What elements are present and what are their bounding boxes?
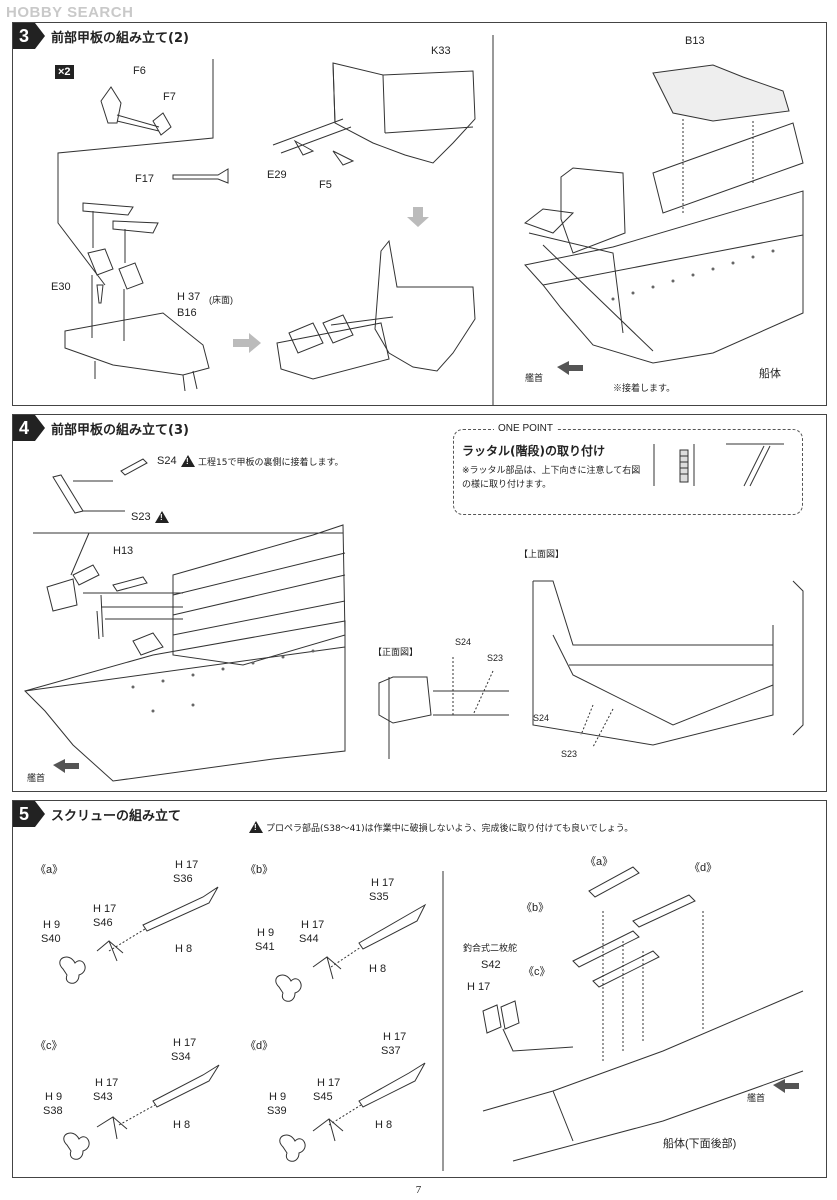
step-5-caution-text: プロペラ部品(S38～41)は作業中に破損しないよう、完成後に取り付けても良いで… [266, 824, 634, 834]
install-tag-d: 《d》 [689, 862, 718, 874]
warning-icon [181, 455, 195, 467]
rudder-label: 釣合式二枚舵 [463, 943, 518, 953]
label-h37-note: (床面) [209, 295, 233, 305]
top-view-s23: S23 [561, 749, 578, 759]
page-number: 7 [415, 1184, 422, 1196]
assembly-c-prop: S38 [43, 1105, 63, 1117]
label-e29: E29 [267, 169, 287, 181]
assembly-d-shaft: S37 [381, 1045, 401, 1057]
step-4-caution-text: 工程15で甲板の裏側に接着します。 [198, 458, 344, 468]
step-5-panel: 5 スクリューの組み立て プロペラ部品(S38～41)は作業中に破損しないよう、… [12, 800, 827, 1178]
warning-icon [249, 821, 263, 833]
step-4-caution: 工程15で甲板の裏側に接着します。 [181, 455, 344, 468]
step-4-drawing [24, 458, 804, 782]
assembly-a-tag: 《a》 [35, 864, 64, 876]
label-f5: F5 [319, 179, 332, 191]
assembly-a-bracket: S46 [93, 917, 113, 929]
assembly-a-prop: S40 [41, 933, 61, 945]
label-e30: E30 [51, 281, 71, 293]
assembly-c-shaft: S34 [171, 1051, 191, 1063]
assembly-d-h17: H 17 [383, 1031, 407, 1043]
front-view-label: 【正面図】 [373, 647, 419, 657]
assembly-c-bracket: S43 [93, 1091, 113, 1103]
assembly-c-h17: H 17 [173, 1037, 197, 1049]
label-s42: S42 [481, 959, 501, 971]
step-4-title: 前部甲板の組み立て(3) [51, 423, 189, 438]
label-f6: F6 [133, 65, 146, 77]
label-b13: B13 [685, 35, 705, 47]
assembly-c-h8: H 8 [173, 1119, 191, 1131]
assembly-b-prop: S41 [255, 941, 275, 953]
step-4-panel: 4 前部甲板の組み立て(3) S24 工程15で甲板の裏側に接着します。 S23… [12, 414, 827, 792]
one-point-note: ※ラッタル部品は、上下向きに注意して右図の様に取り付けます。 [462, 466, 641, 490]
assembly-b-bracket: S44 [299, 933, 319, 945]
assembly-c-bracket-h: H 17 [95, 1077, 119, 1089]
label-b16: B16 [177, 307, 197, 319]
install-tag-b: 《b》 [521, 902, 550, 914]
one-point-header: ONE POINT [494, 423, 558, 434]
step-5-number: 5 [13, 801, 45, 827]
label-k33: K33 [431, 45, 451, 57]
assembly-b-prop-h: H 9 [257, 927, 275, 939]
front-view-s23: S23 [487, 653, 504, 663]
multiplier-badge: ×2 [55, 65, 74, 79]
assembly-d-bracket-h: H 17 [317, 1077, 341, 1089]
label-hull-3: 船体 [759, 368, 781, 380]
ladder-diagram [653, 443, 784, 487]
label-s23: S23 [131, 511, 151, 523]
install-tag-c: 《c》 [523, 966, 551, 978]
assembly-a-bracket-h: H 17 [93, 903, 117, 915]
assembly-a-h17: H 17 [175, 859, 199, 871]
assembly-b-shaft: S35 [369, 891, 389, 903]
assembly-c-prop-h: H 9 [45, 1091, 63, 1103]
s23-warning [155, 511, 172, 524]
assembly-d-prop: S39 [267, 1105, 287, 1117]
assembly-a-shaft: S36 [173, 873, 193, 885]
assembly-a-h8: H 8 [175, 943, 193, 955]
assembly-b-h8: H 8 [369, 963, 387, 975]
assembly-d-bracket: S45 [313, 1091, 333, 1103]
install-tag-a: 《a》 [585, 856, 614, 868]
label-hull-5: 船体(下面後部) [663, 1138, 737, 1150]
label-bow-4: 艦首 [27, 773, 46, 783]
label-s24: S24 [157, 455, 177, 467]
assembly-d-h8: H 8 [375, 1119, 393, 1131]
assembly-d-prop-h: H 9 [269, 1091, 287, 1103]
label-h17-rudder: H 17 [467, 981, 491, 993]
step-5-title: スクリューの組み立て [51, 809, 182, 824]
label-bow-3: 艦首 [525, 373, 544, 383]
assembly-a-prop-h: H 9 [43, 919, 61, 931]
assembly-d-tag: 《d》 [245, 1040, 274, 1052]
step-3-drawing [57, 35, 804, 405]
label-h37: H 37 [177, 291, 201, 303]
watermark: HOBBY SEARCH [6, 4, 134, 21]
assembly-b-h17: H 17 [371, 877, 395, 889]
step-5-caution: プロペラ部品(S38～41)は作業中に破損しないよう、完成後に取り付けても良いで… [249, 821, 633, 834]
assembly-c-tag: 《c》 [35, 1040, 63, 1052]
one-point-box: ONE POINT ラッタル(階段)の取り付け ※ラッタル部品は、上下向きに注意… [453, 423, 803, 515]
label-bow-5: 艦首 [747, 1093, 766, 1103]
step-3-title: 前部甲板の組み立て(2) [51, 31, 189, 46]
step-3-number: 3 [13, 23, 45, 49]
warning-icon [155, 511, 169, 523]
step-4-number: 4 [13, 415, 45, 441]
glue-note: ※接着します。 [613, 383, 676, 393]
label-f17: F17 [135, 173, 154, 185]
label-h13: H13 [113, 545, 134, 557]
assembly-b-tag: 《b》 [245, 864, 274, 876]
one-point-title: ラッタル(階段)の取り付け [462, 444, 605, 458]
label-f7: F7 [163, 91, 176, 103]
top-view-label: 【上面図】 [519, 549, 565, 559]
assembly-b-bracket-h: H 17 [301, 919, 325, 931]
step-3-panel: 3 前部甲板の組み立て(2) ×2 [12, 22, 827, 406]
top-view-s24: S24 [533, 713, 550, 723]
step-5-drawing [59, 866, 804, 1171]
front-view-s24: S24 [455, 637, 472, 647]
